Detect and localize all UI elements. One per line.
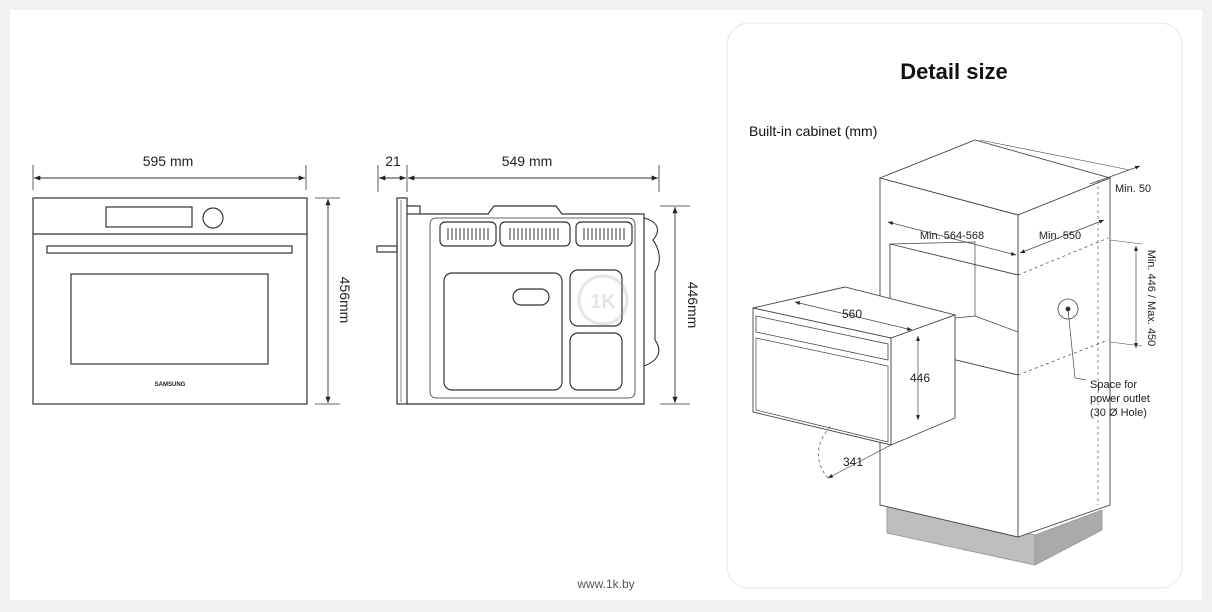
label-door-swing: 341 (843, 455, 863, 469)
label-outlet-line2: power outlet (1090, 393, 1150, 405)
front-width-label: 595 mm (143, 153, 194, 169)
side-handle (376, 245, 398, 253)
watermark-logo: 1K (577, 274, 629, 326)
front-window (70, 273, 269, 365)
power-outlet-hole (1057, 298, 1079, 320)
front-control-knob (202, 207, 224, 229)
oven-width-dimension-line (794, 301, 913, 331)
side-height-label: 446mm (685, 282, 701, 329)
label-min-back-gap: Min. 50 (1115, 183, 1151, 195)
detail-labels: Min. 50 Min. 564-568 Min. 550 Min. 446 /… (842, 183, 1157, 469)
label-outlet-line1: Space for (1090, 379, 1137, 391)
detail-title: Detail size (900, 59, 1008, 84)
label-min-width: Min. 564-568 (920, 230, 984, 242)
depth-label: 549 mm (502, 153, 553, 169)
cabinet-width-dimension-line (887, 221, 1017, 256)
front-height-label: 456mm (337, 277, 353, 324)
side-door (396, 197, 408, 405)
brand-logo: SAMSUNG (155, 382, 186, 388)
watermark-url: www.1k.by (576, 577, 634, 591)
door-depth-label: 21 (385, 153, 401, 169)
label-oven-height: 446 (910, 371, 930, 385)
label-min-depth: Min. 550 (1039, 230, 1081, 242)
label-outlet-line3: (30 Ø Hole) (1090, 407, 1147, 419)
watermark-logo-text: 1K (590, 291, 616, 313)
oven-in-detail (752, 286, 957, 479)
label-oven-width: 560 (842, 307, 862, 321)
front-door-handle (46, 245, 293, 254)
side-body (407, 205, 645, 405)
side-view (376, 165, 690, 405)
front-view (32, 165, 340, 405)
front-control-display (105, 206, 193, 228)
front-oven-body (32, 197, 308, 405)
cabinet-side (1017, 177, 1111, 538)
cabinet-depth-dimension-line (1019, 219, 1105, 254)
label-height-range: Min. 446 / Max. 450 (1145, 250, 1157, 347)
detail-subtitle: Built-in cabinet (mm) (749, 123, 877, 139)
